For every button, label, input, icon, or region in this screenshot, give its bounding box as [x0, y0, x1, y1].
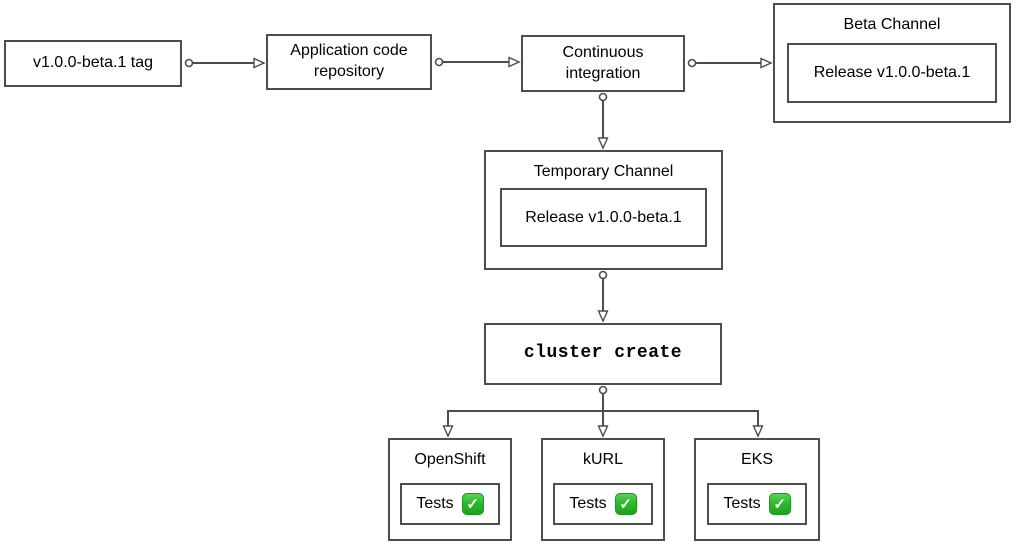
node-beta-release: Release v1.0.0-beta.1: [787, 43, 997, 103]
openshift-title: OpenShift: [414, 451, 486, 468]
kurl-tests-label: Tests: [569, 495, 607, 512]
temporary-release-label: Release v1.0.0-beta.1: [525, 208, 682, 226]
node-kurl: kURL Tests ✓: [541, 438, 665, 541]
node-openshift: OpenShift Tests ✓: [388, 438, 512, 541]
node-cluster-create: cluster create: [484, 323, 722, 385]
node-eks: EKS Tests ✓: [694, 438, 820, 541]
eks-title: EKS: [740, 451, 773, 468]
connector-cluster-create-to-eks: [603, 410, 764, 438]
white-check-mark-icon: ✓: [768, 493, 791, 515]
beta-release-label: Release v1.0.0-beta.1: [813, 64, 971, 81]
check-glyph: ✓: [773, 495, 786, 513]
check-glyph: ✓: [619, 495, 632, 513]
version-tag-label: v1.0.0-beta.1 tag: [32, 54, 154, 72]
beta-channel-title: Beta Channel: [843, 16, 941, 33]
temporary-channel-title: Temporary Channel: [533, 163, 674, 180]
cluster-create-label: cluster create: [523, 343, 683, 364]
continuous-integration-label: Continuous integration: [562, 43, 644, 82]
node-temporary-channel: Temporary Channel Release v1.0.0-beta.1: [484, 150, 723, 270]
kurl-title: kURL: [582, 451, 623, 468]
app-code-repository-label: Application code repository: [290, 42, 408, 80]
eks-tests-label: Tests: [723, 495, 761, 512]
node-openshift-tests: Tests ✓: [400, 483, 500, 525]
node-eks-tests: Tests ✓: [707, 483, 807, 525]
white-check-mark-icon: ✓: [614, 493, 637, 515]
node-kurl-tests: Tests ✓: [553, 483, 653, 525]
white-check-mark-icon: ✓: [461, 493, 484, 515]
node-continuous-integration: Continuous integration: [521, 35, 685, 92]
check-glyph: ✓: [466, 495, 479, 513]
node-version-tag: v1.0.0-beta.1 tag: [4, 40, 182, 87]
node-beta-channel: Beta Channel Release v1.0.0-beta.1: [773, 3, 1011, 123]
connector-cluster-create-to-openshift: [442, 410, 603, 438]
node-app-code-repository: Application code repository: [266, 34, 432, 90]
openshift-tests-label: Tests: [416, 495, 454, 512]
node-temporary-release: Release v1.0.0-beta.1: [500, 188, 707, 247]
